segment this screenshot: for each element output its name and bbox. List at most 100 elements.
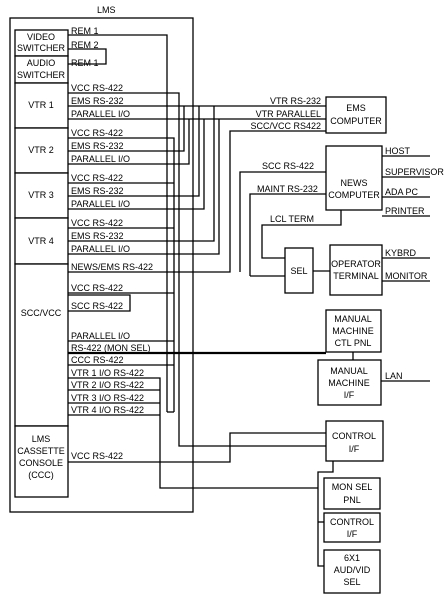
vtr4-label: VTR 4 <box>28 236 54 246</box>
mon-sel-pnl-line1: MON SEL <box>332 482 373 492</box>
vtr3-ems-label: EMS RS-232 <box>71 186 124 196</box>
manual-if-line1: MANUAL <box>330 366 368 376</box>
kybrd-label: KYBRD <box>385 248 417 258</box>
ada-pc-label: ADA PC <box>385 187 419 197</box>
rem1-top-line <box>68 34 168 412</box>
monitor-label: MONITOR <box>385 271 428 281</box>
news-ems-label: NEWS/EMS RS-422 <box>71 262 153 272</box>
scc-rs422-label: SCC RS-422 <box>71 301 123 311</box>
vtr1-vcc-line <box>68 92 326 447</box>
manual-ctl-pnl-line2: MACHINE <box>332 326 374 336</box>
vtr3-parallel-line <box>68 119 205 210</box>
vtr2-parallel-label: PARALLEL I/O <box>71 154 130 164</box>
news-ems-line <box>68 130 326 273</box>
maint-rs232-label: MAINT RS-232 <box>257 184 318 194</box>
rem1-top-label: REM 1 <box>71 26 99 36</box>
rs422-mon-sel-label: RS-422 (MON SEL) <box>71 343 151 353</box>
ccc-block <box>14 425 69 498</box>
printer-label: PRINTER <box>385 206 425 216</box>
video-switcher-line2: SWITCHER <box>17 43 65 53</box>
news-computer-line1: NEWS <box>341 178 368 188</box>
maint-rs232-line <box>249 193 326 276</box>
vtr1-vcc-label: VCC RS-422 <box>71 83 123 93</box>
vtr2-ems-label: EMS RS-232 <box>71 141 124 151</box>
vtr2-label: VTR 2 <box>28 145 54 155</box>
vtr1-ems-label: EMS RS-232 <box>71 96 124 106</box>
ccc-rs422-label: CCC RS-422 <box>71 355 124 365</box>
vtr-rs232-label: VTR RS-232 <box>270 96 321 106</box>
vtr-parallel-label: VTR PARALLEL <box>256 109 321 119</box>
vtr2-vcc-label: VCC RS-422 <box>71 128 123 138</box>
video-switcher-line1: VIDEO <box>27 32 55 42</box>
supervisor-label: SUPERVISOR <box>385 167 444 177</box>
vtr2-parallel-line <box>68 119 190 165</box>
operator-terminal-line2: TERMINAL <box>333 271 379 281</box>
aud-vid-sel-line1: 6X1 <box>344 553 360 563</box>
vtr1-io-line <box>68 377 318 489</box>
control-if-1-line1: CONTROL <box>332 431 376 441</box>
host-label: HOST <box>385 146 411 156</box>
manual-ctl-pnl-line1: MANUAL <box>334 314 372 324</box>
scc-vcc-rs422-right-label: SCC/VCC RS422 <box>250 121 321 131</box>
aud-vid-sel-line3: SEL <box>343 577 360 587</box>
ccc-line2: CASSETTE <box>17 446 65 456</box>
vtr2-vcc-line <box>68 137 175 412</box>
sel-label: SEL <box>290 266 307 276</box>
vtr4-vcc-label: VCC RS-422 <box>71 218 123 228</box>
vtr4-io-label: VTR 4 I/O RS-422 <box>71 405 144 415</box>
operator-terminal-box <box>329 244 383 296</box>
lcl-term-line <box>261 210 342 259</box>
manual-if-line3: I/F <box>344 390 355 400</box>
lcl-term-label: LCL TERM <box>270 214 314 224</box>
operator-terminal-line1: OPERATOR <box>331 259 381 269</box>
vtr1-label: VTR 1 <box>28 100 54 110</box>
vtr4-parallel-label: PARALLEL I/O <box>71 244 130 254</box>
news-computer-line2: COMPUTER <box>328 190 380 200</box>
ccc-line4: (CCC) <box>28 470 54 480</box>
manual-if-line2: MACHINE <box>328 378 370 388</box>
aud-vid-sel-line2: AUD/VID <box>334 565 371 575</box>
audio-switcher-line2: SWITCHER <box>17 70 65 80</box>
control-if-2-line2: I/F <box>347 529 358 539</box>
rem2-label: REM 2 <box>71 40 99 50</box>
ccc-line3: CONSOLE <box>19 458 63 468</box>
vtr4-parallel-line <box>68 119 220 255</box>
ems-computer-line2: COMPUTER <box>330 116 382 126</box>
vtr3-vcc-label: VCC RS-422 <box>71 173 123 183</box>
sel-box <box>284 247 314 294</box>
mon-sel-pnl-line2: PNL <box>343 495 361 505</box>
vtr2-ems-line <box>68 106 185 152</box>
lan-label: LAN <box>385 371 403 381</box>
mon-sel-pnl-box <box>323 477 381 510</box>
control-if-2-line1: CONTROL <box>330 517 374 527</box>
control-if-1-box <box>325 420 384 462</box>
vtr3-ems-line <box>68 106 200 197</box>
control-if-2-box <box>323 512 381 543</box>
manual-ctl-pnl-line3: CTL PNL <box>335 338 372 348</box>
scc-parallel-label: PARALLEL I/O <box>71 331 130 341</box>
ccc-vcc-label: VCC RS-422 <box>71 451 123 461</box>
control-if-1-line2: I/F <box>349 444 360 454</box>
manual-if-box <box>317 359 382 406</box>
ems-computer-box <box>325 96 387 134</box>
vtr4-ems-line <box>68 106 215 242</box>
vtr3-parallel-label: PARALLEL I/O <box>71 199 130 209</box>
control-bus-left <box>317 461 334 567</box>
scc-vcc-label: SCC/VCC <box>21 308 62 318</box>
vtr3-block <box>14 172 69 219</box>
vtr3-io-label: VTR 3 I/O RS-422 <box>71 393 144 403</box>
audio-switcher-line1: AUDIO <box>27 58 56 68</box>
vtr3-label: VTR 3 <box>28 190 54 200</box>
vtr2-io-label: VTR 2 I/O RS-422 <box>71 380 144 390</box>
ccc-vcc-line <box>68 432 326 463</box>
vtr1-parallel-label: PARALLEL I/O <box>71 109 130 119</box>
rem2-rem1-loop <box>68 48 107 65</box>
scc-rs422-right-line <box>239 171 326 272</box>
scc-rs422-loop <box>68 294 131 312</box>
ccc-line1: LMS <box>32 434 51 444</box>
scc-rs422-right-label: SCC RS-422 <box>262 161 314 171</box>
ems-computer-line1: EMS <box>346 103 366 113</box>
vtr4-ems-label: EMS RS-232 <box>71 231 124 241</box>
aud-vid-sel-box <box>323 549 381 594</box>
